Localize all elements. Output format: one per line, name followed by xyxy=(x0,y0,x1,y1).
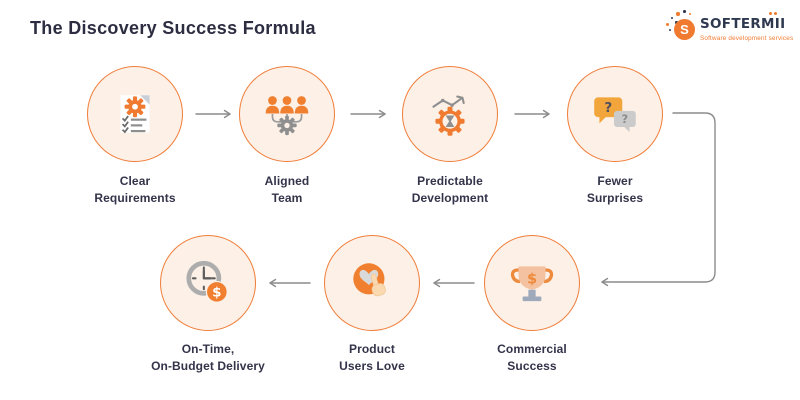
question-bubbles-icon: ? ? xyxy=(594,97,636,133)
arrow-left-2 xyxy=(269,278,311,288)
gear-hourglass-trend-icon xyxy=(432,95,465,136)
trophy-dollar-icon: $ xyxy=(510,266,554,302)
logo-dot xyxy=(669,29,671,31)
softermii-logo: S SOFTERMII Software development service… xyxy=(666,10,796,48)
softermii-logo-mark-icon: S xyxy=(674,19,695,40)
question-mark-glyph: ? xyxy=(622,112,629,126)
label-product-users-love: Product Users Love xyxy=(339,342,405,373)
step-on-time-on-budget: $ xyxy=(160,235,256,331)
step-product-users-love xyxy=(324,235,420,331)
logo-dot xyxy=(676,12,680,16)
arrow-right-1 xyxy=(195,109,231,119)
label-clear-requirements: Clear Requirements xyxy=(94,174,176,205)
label-on-time-on-budget: On-Time, On-Budget Delivery xyxy=(151,342,265,373)
label-aligned-team: Aligned Team xyxy=(264,174,310,205)
logo-i-dot xyxy=(774,12,777,15)
arrow-right-3 xyxy=(514,109,550,119)
document-checklist-icon xyxy=(120,95,150,134)
arrow-right-2 xyxy=(350,109,386,119)
logo-dot xyxy=(689,13,691,15)
question-mark-glyph: ? xyxy=(604,100,612,116)
logo-name: SOFTERMII xyxy=(700,16,786,32)
team-gear-icon xyxy=(265,96,309,136)
dollar-sign-glyph: $ xyxy=(527,272,537,288)
hand-cursor-icon xyxy=(370,273,386,297)
logo-mark-letter: S xyxy=(680,22,689,37)
logo-text: SOFTERMII Software development services xyxy=(700,12,794,42)
page-title: The Discovery Success Formula xyxy=(30,18,316,38)
logo-dot xyxy=(671,17,673,19)
logo-i-dot xyxy=(769,12,772,15)
dollar-sign-glyph: $ xyxy=(212,285,221,301)
step-commercial-success: $ xyxy=(484,235,580,331)
step-fewer-surprises: ? ? xyxy=(567,66,663,162)
logo-dot xyxy=(683,10,686,13)
arrow-left-1 xyxy=(433,278,475,288)
step-clear-requirements xyxy=(87,66,183,162)
logo-tagline: Software development services xyxy=(700,35,794,42)
logo-dot xyxy=(666,23,669,26)
label-commercial-success: Commercial Success xyxy=(497,342,567,373)
heart-click-icon xyxy=(353,263,386,297)
question-bubble-gray: ? xyxy=(613,110,636,133)
clock-dollar-icon: $ xyxy=(186,260,228,303)
step-aligned-team xyxy=(239,66,335,162)
label-fewer-surprises: Fewer Surprises xyxy=(586,174,644,205)
step-predictable-development xyxy=(402,66,498,162)
label-predictable-development: Predictable Development xyxy=(411,174,489,205)
